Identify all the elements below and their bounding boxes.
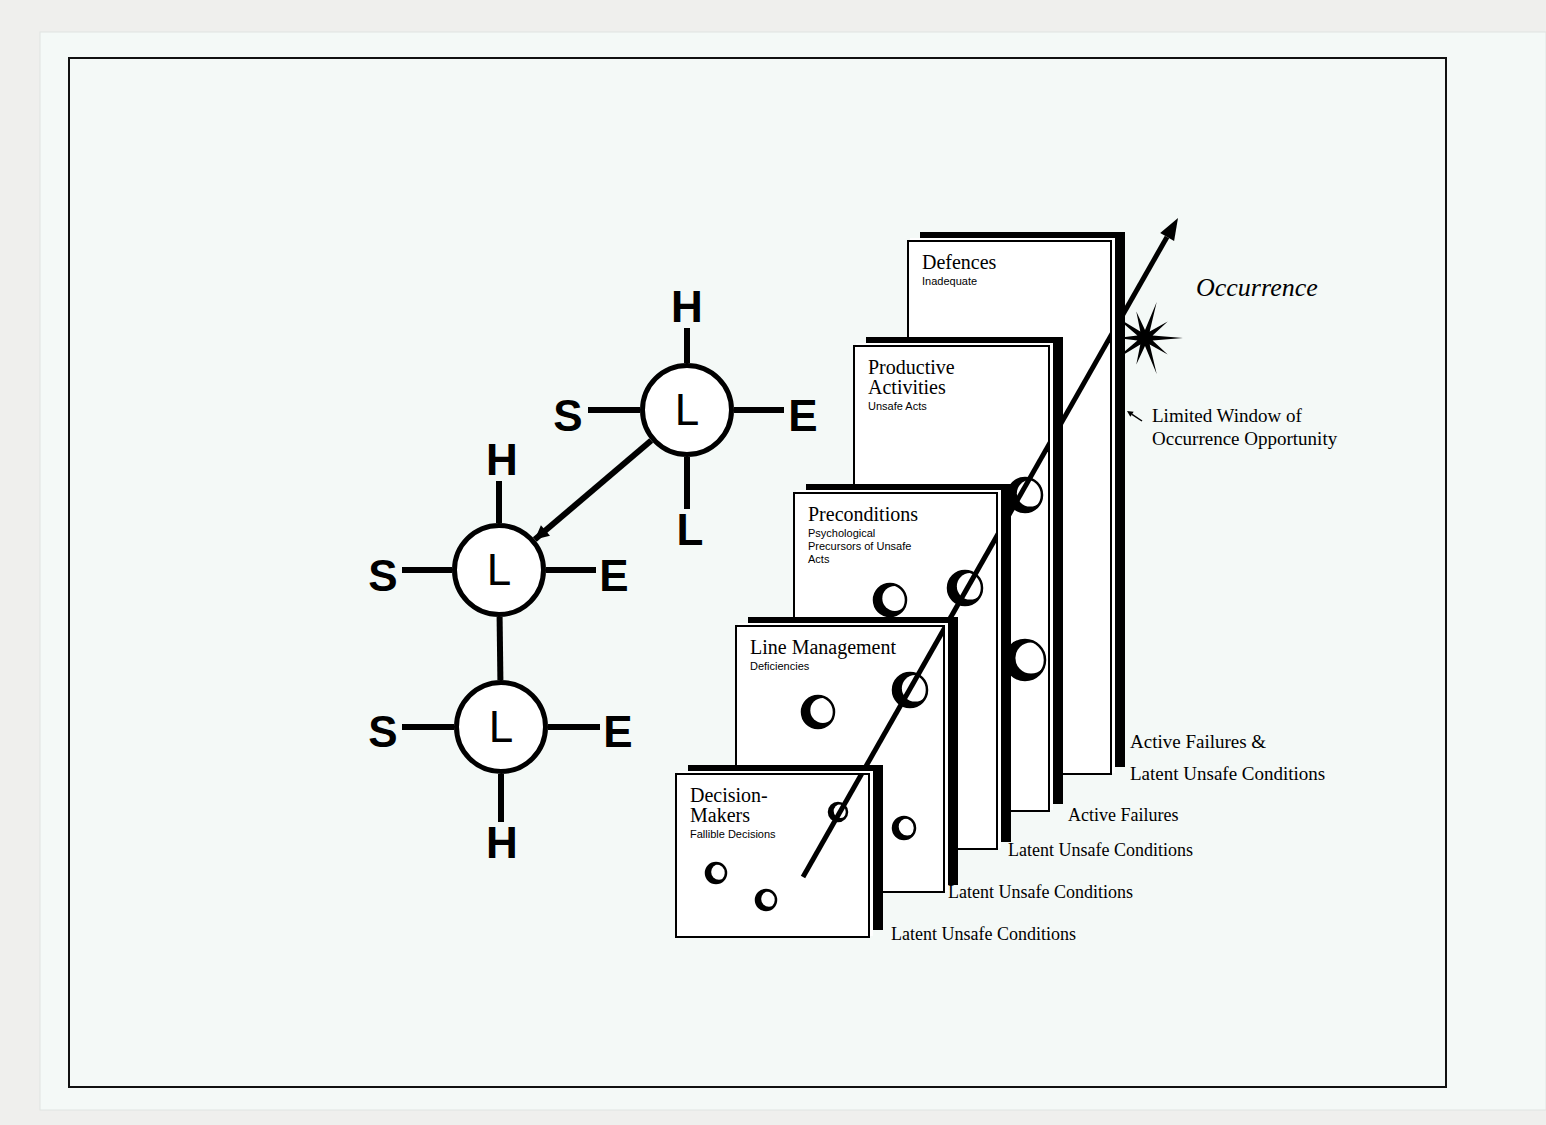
spoke [402,567,452,573]
hole-light [1017,480,1044,507]
hole [756,890,777,910]
spoke [546,567,596,573]
hole-rim [1005,640,1045,680]
defence-layer: Decision-MakersFallible Decisions [675,773,870,938]
liveware-circle: L [640,363,734,457]
hole-rim [893,817,915,839]
hole-light [957,573,984,600]
hole-rim [948,571,982,605]
hole-shade [1005,640,1045,680]
circle-shape [643,366,732,455]
shel-letter: S [368,554,397,598]
occurrence-burst [1114,302,1183,374]
hole-light [902,675,929,702]
occurrence-label: Occurrence [1196,274,1318,303]
circle-letter: L [489,705,513,749]
shel-letter: H [671,285,703,329]
hole [829,803,848,821]
circle-shape [455,526,544,615]
frame [69,58,1446,1087]
hole [893,673,928,707]
layer-title: Line Management [750,637,930,657]
spoke [684,328,690,363]
shel-letter: E [788,394,817,438]
hole-shade [874,584,906,616]
leader-arrowhead [1127,411,1134,417]
shel-letter: E [599,554,628,598]
hole-shade [756,890,776,910]
liveware-circle: L [454,680,548,774]
hole [706,863,727,883]
layer-subtitle: Psychological Precursors of Unsafe Acts [808,527,923,567]
circle-letter: L [675,388,699,432]
hole-rim [829,803,847,821]
circle-shape [457,683,546,772]
layer-subtitle: Unsafe Acts [868,400,1018,413]
failure-label: Latent Unsafe Conditions [948,882,1133,904]
hole-light [1015,642,1046,673]
hole-light [882,586,907,611]
failure-label: Active Failures & Latent Unsafe Conditio… [1130,726,1335,790]
hole-shade [1008,478,1042,512]
spoke [496,481,502,523]
hole-shade [706,863,726,883]
connector [497,617,504,680]
spoke [548,724,600,730]
hole-shade [802,696,834,728]
layer-subtitle: Deficiencies [750,660,900,673]
layer-subtitle: Fallible Decisions [690,828,840,841]
hole-shade [948,571,982,605]
panel [40,32,1546,1110]
hole-light [899,818,916,835]
spoke [402,724,454,730]
shel-letter: S [368,710,397,754]
hole [893,817,916,839]
hole-light [834,804,848,818]
hole-rim [706,863,726,883]
hole [1008,478,1043,512]
spoke [734,407,784,413]
shel-spokes [402,328,784,822]
failure-label: Limited Window of Occurrence Opportunity [1152,404,1362,450]
hole [1005,640,1047,680]
shel-letter: E [603,710,632,754]
failure-label: Latent Unsafe Conditions [891,924,1076,946]
failure-label: Latent Unsafe Conditions [1008,840,1193,862]
circle-letter: L [487,548,511,592]
layer-subtitle: Inadequate [922,275,1097,288]
hole-rim [874,584,906,616]
layer-title: Defences [922,252,1097,272]
hole-shade [829,803,847,821]
hole-rim [893,673,927,707]
hole-light [810,698,835,723]
failure-label: Active Failures [1068,805,1178,827]
hole [802,696,835,728]
leader-line [1132,414,1142,421]
hole-light [711,864,727,880]
liveware-circle: L [452,523,546,617]
shel-letter: H [486,821,518,865]
spoke [588,407,640,413]
layer-title: Productive Activities [868,357,988,397]
layer-title: Preconditions [808,504,983,524]
shel-letter: H [486,438,518,482]
connector [535,440,651,539]
hole-rim [1008,478,1042,512]
trajectory-arrowhead [1160,218,1178,241]
hole-rim [756,890,776,910]
shel-letter: S [553,394,582,438]
hole-light [761,891,777,907]
hole [948,571,983,605]
hole-rim [802,696,834,728]
spoke [684,457,690,509]
spoke [498,774,504,822]
hole [874,584,907,616]
hole-shade [893,673,927,707]
shel-letter: L [677,508,704,552]
layer-title: Decision-Makers [690,785,810,825]
hole-shade [893,817,915,839]
accident-trajectory [803,773,870,877]
